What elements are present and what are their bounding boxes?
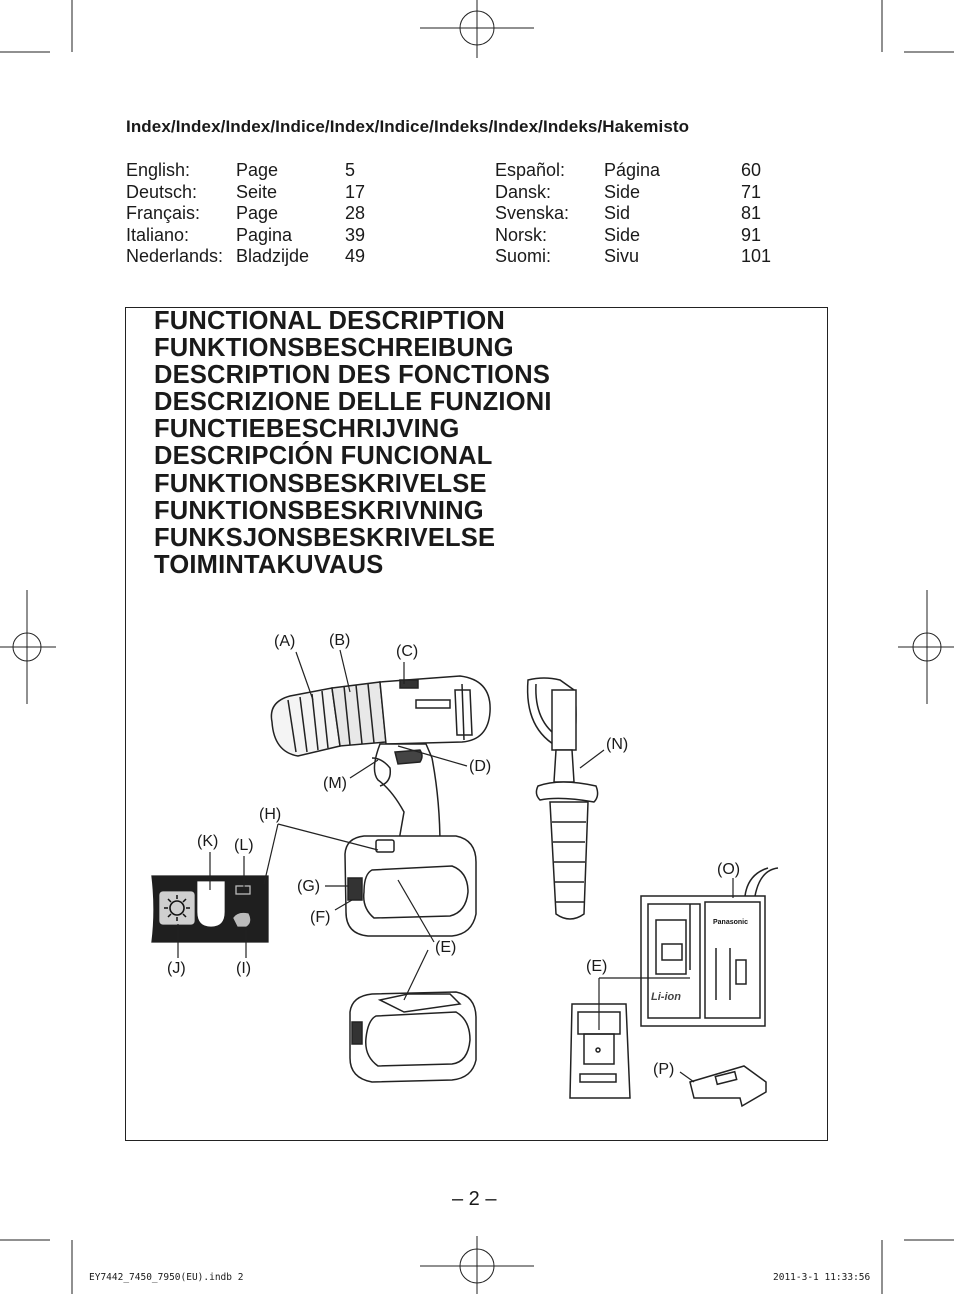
index-page-number: 5 <box>345 160 356 180</box>
label-p: (P) <box>653 1061 675 1078</box>
index-language: Italiano: <box>126 224 190 245</box>
index-page-number: 81 <box>741 203 762 223</box>
index-right-column: Español: Página 60 Dansk: Side 71 Svenska: Si… <box>495 160 771 268</box>
charger-battery <box>569 1003 631 1099</box>
index-language: Français: <box>126 203 201 223</box>
label-l: (L) <box>234 837 254 854</box>
index-page-word: Page <box>236 203 279 223</box>
label-o: (O) <box>717 861 741 878</box>
battery-pack <box>349 991 477 1083</box>
index-language: Español: <box>495 160 566 180</box>
index-entry: Svenska: Sid 81 <box>495 203 771 225</box>
index-page-number: 91 <box>741 224 762 245</box>
section-heading: FUNCTIONAL DESCRIPTION <box>154 307 506 335</box>
index-entry: Nederlands: Bladzijde 49 <box>126 246 365 268</box>
index-entry: Dansk: Side 71 <box>495 182 771 204</box>
section-heading: FUNKTIONSBESKRIVELSE <box>154 469 487 498</box>
section-heading: DESCRIZIONE DELLE FUNZIONI <box>154 388 552 417</box>
mode-slot <box>197 881 225 927</box>
index-page-number: 60 <box>741 160 762 180</box>
index-page-word: Sivu <box>604 246 640 266</box>
label-m: (M) <box>323 775 347 792</box>
label-k: (K) <box>197 833 219 850</box>
index-page-word: Page <box>236 160 279 180</box>
index-title: Index/Index/Index/Indice/Index/Indice/In… <box>126 117 690 136</box>
label-d: (D) <box>469 758 492 775</box>
section-heading: TOIMINTAKUVAUS <box>154 550 384 579</box>
index-language: Svenska: <box>495 203 570 223</box>
label-c: (C) <box>396 643 419 660</box>
index-page-word: Side <box>604 224 641 245</box>
index-entry: Italiano: Pagina 39 <box>126 225 365 247</box>
index-page-word: Bladzijde <box>236 246 310 266</box>
footer-file-info: EY7442_7450_7950(EU).indb 2 <box>89 1272 244 1283</box>
label-f: (F) <box>310 909 331 926</box>
index-entry: Deutsch: Seite 17 <box>126 182 365 204</box>
index-page-number: 28 <box>345 203 366 223</box>
index-page-word: Sid <box>604 203 631 223</box>
index-page-number: 49 <box>345 246 366 266</box>
label-h: (H) <box>259 806 282 823</box>
label-n: (N) <box>606 736 629 753</box>
label-e-drill: (E) <box>435 939 457 956</box>
section-heading: DESCRIPCIÓN FUNCIONAL <box>154 442 493 471</box>
charger <box>640 867 779 1027</box>
index-language: Suomi: <box>495 246 552 266</box>
index-entry: English: Page 5 <box>126 160 365 182</box>
label-b: (B) <box>329 632 351 649</box>
section-heading: FUNKTIONSBESCHREIBUNG <box>154 334 514 363</box>
leader-lines <box>177 649 734 1083</box>
index-left-column: English: Page 5 Deutsch: Seite 17 Français: P… <box>126 160 365 268</box>
index-page-number: 17 <box>345 181 366 202</box>
label-e-charger: (E) <box>586 958 608 975</box>
index-language: Nederlands: <box>126 246 224 266</box>
index-page-number: 101 <box>741 246 772 266</box>
functional-description-frame <box>125 307 828 1141</box>
charger-brand: Panasonic <box>713 919 748 926</box>
index-language: Dansk: <box>495 181 552 202</box>
terminal-cover <box>689 1065 767 1108</box>
index-language: Deutsch: <box>126 181 198 202</box>
section-heading: FUNKSJONSBESKRIVELSE <box>154 523 496 552</box>
index-entry: Español: Página 60 <box>495 160 771 182</box>
footer-timestamp: 2011-3-1 11:33:56 <box>773 1272 871 1283</box>
index-page-word: Página <box>604 160 661 180</box>
overheat-icon <box>233 912 251 927</box>
drill-body <box>270 675 491 937</box>
index-entry: Suomi: Sivu 101 <box>495 246 771 268</box>
section-headings: FUNCTIONAL DESCRIPTION FUNKTIONSBESCHREI… <box>154 307 552 579</box>
light-icon <box>169 900 185 916</box>
charger-battery-type: Li-ion <box>651 991 681 1003</box>
label-i: (I) <box>236 960 252 977</box>
section-heading: FUNKTIONSBESKRIVNING <box>154 496 484 525</box>
section-heading: DESCRIPTION DES FONCTIONS <box>154 361 551 390</box>
index-page-word: Seite <box>236 181 278 202</box>
index-page-word: Side <box>604 181 641 202</box>
index-entry: Norsk: Side 91 <box>495 225 771 247</box>
index-language: Norsk: <box>495 224 548 245</box>
section-heading: FUNCTIEBESCHRIJVING <box>154 415 460 444</box>
label-j: (J) <box>167 960 186 977</box>
label-g: (G) <box>297 878 321 895</box>
label-a: (A) <box>274 633 296 650</box>
side-handle <box>526 677 599 920</box>
page-number: – 2 – <box>452 1188 497 1210</box>
battery-level-icon <box>235 885 251 895</box>
index-language: English: <box>126 160 191 180</box>
index-page-number: 39 <box>345 224 366 245</box>
index-page-number: 71 <box>741 181 762 202</box>
index-page-word: Pagina <box>236 224 293 245</box>
index-entry: Français: Page 28 <box>126 203 365 225</box>
